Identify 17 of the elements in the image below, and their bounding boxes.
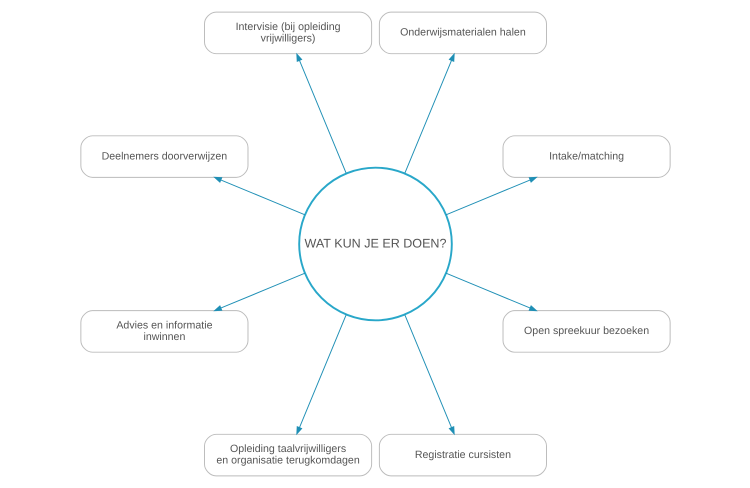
node-box: Intake/matching — [502, 135, 670, 178]
node-circle: WAT KUN JE ER DOEN? — [298, 166, 452, 322]
node-box: Advies en informatie inwinnen — [80, 310, 248, 353]
node-box: Registratie cursisten — [378, 434, 546, 476]
arrow — [445, 176, 538, 216]
arrow — [445, 272, 538, 312]
node-box: Opleiding taalvrijwilligers en organisatie terugkomdagen — [204, 434, 372, 476]
node-box: Intervisie (bij opleiding vrijwilligers) — [204, 12, 372, 54]
arrow — [404, 52, 454, 174]
arrow — [296, 52, 346, 174]
node-box: Open spreekuur bezoeken — [502, 310, 670, 353]
node-box: Deelnemers doorverwijzen — [80, 135, 248, 178]
arrow — [296, 314, 346, 436]
arrow — [212, 176, 305, 216]
node-box: Onderwijsmaterialen halen — [378, 12, 546, 54]
arrow — [404, 314, 454, 436]
arrow — [212, 272, 305, 312]
